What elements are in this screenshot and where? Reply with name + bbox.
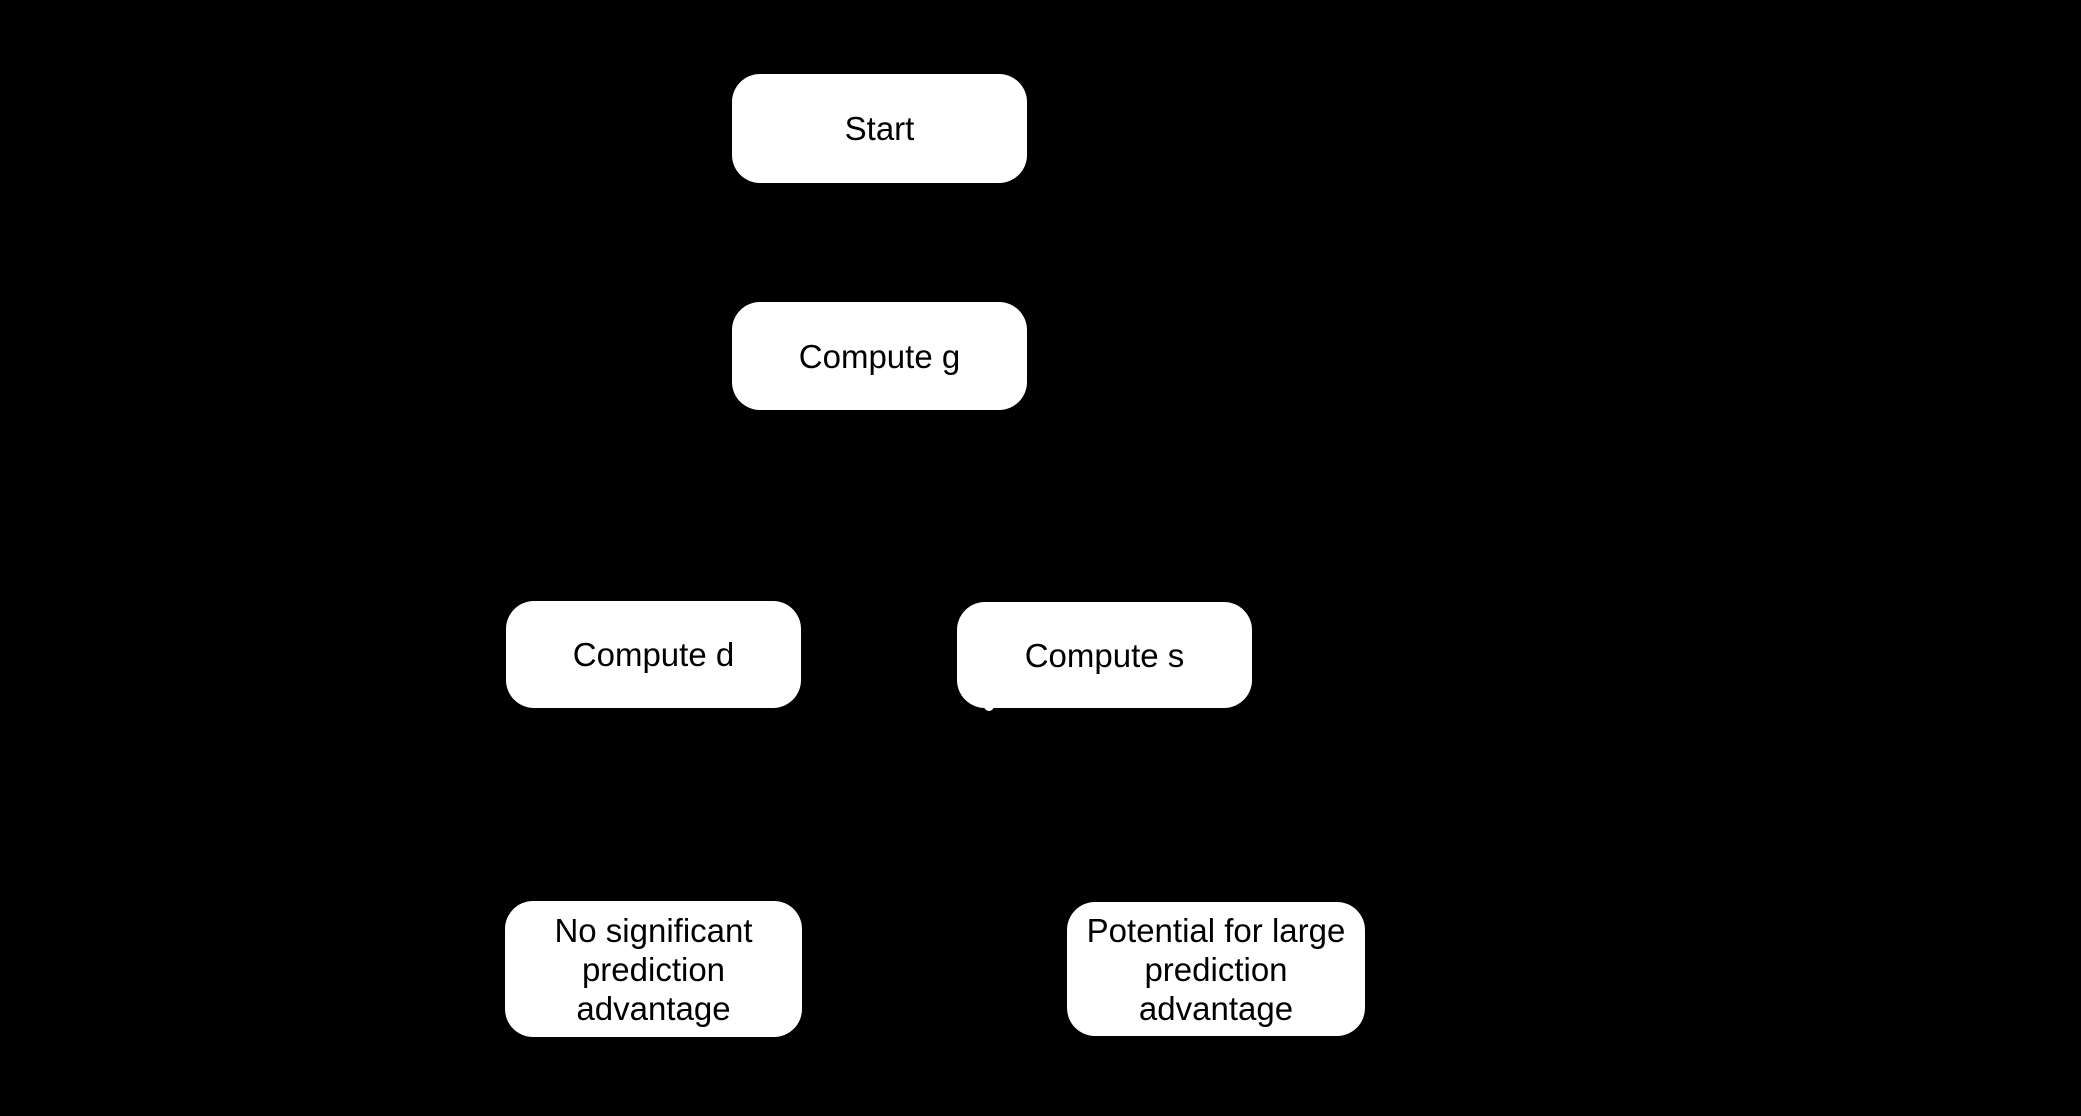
- node-compute-g: Compute g: [732, 302, 1027, 410]
- node-no-significant-advantage-label: No significant prediction advantage: [554, 911, 753, 1027]
- node-compute-d-label: Compute d: [572, 636, 735, 673]
- node-potential-large-advantage: Potential for large prediction advantage: [1067, 902, 1365, 1036]
- node-start-label: Start: [844, 110, 915, 147]
- node-start: Start: [732, 74, 1027, 183]
- node-compute-d: Compute d: [506, 601, 801, 708]
- node-compute-s-label: Compute s: [1024, 636, 1185, 674]
- stray-white-mark: [984, 701, 994, 711]
- node-compute-s: Compute s: [957, 602, 1252, 708]
- node-potential-large-advantage-label: Potential for large prediction advantage: [1086, 911, 1346, 1027]
- node-compute-g-label: Compute g: [798, 337, 961, 375]
- node-no-significant-advantage: No significant prediction advantage: [505, 901, 802, 1037]
